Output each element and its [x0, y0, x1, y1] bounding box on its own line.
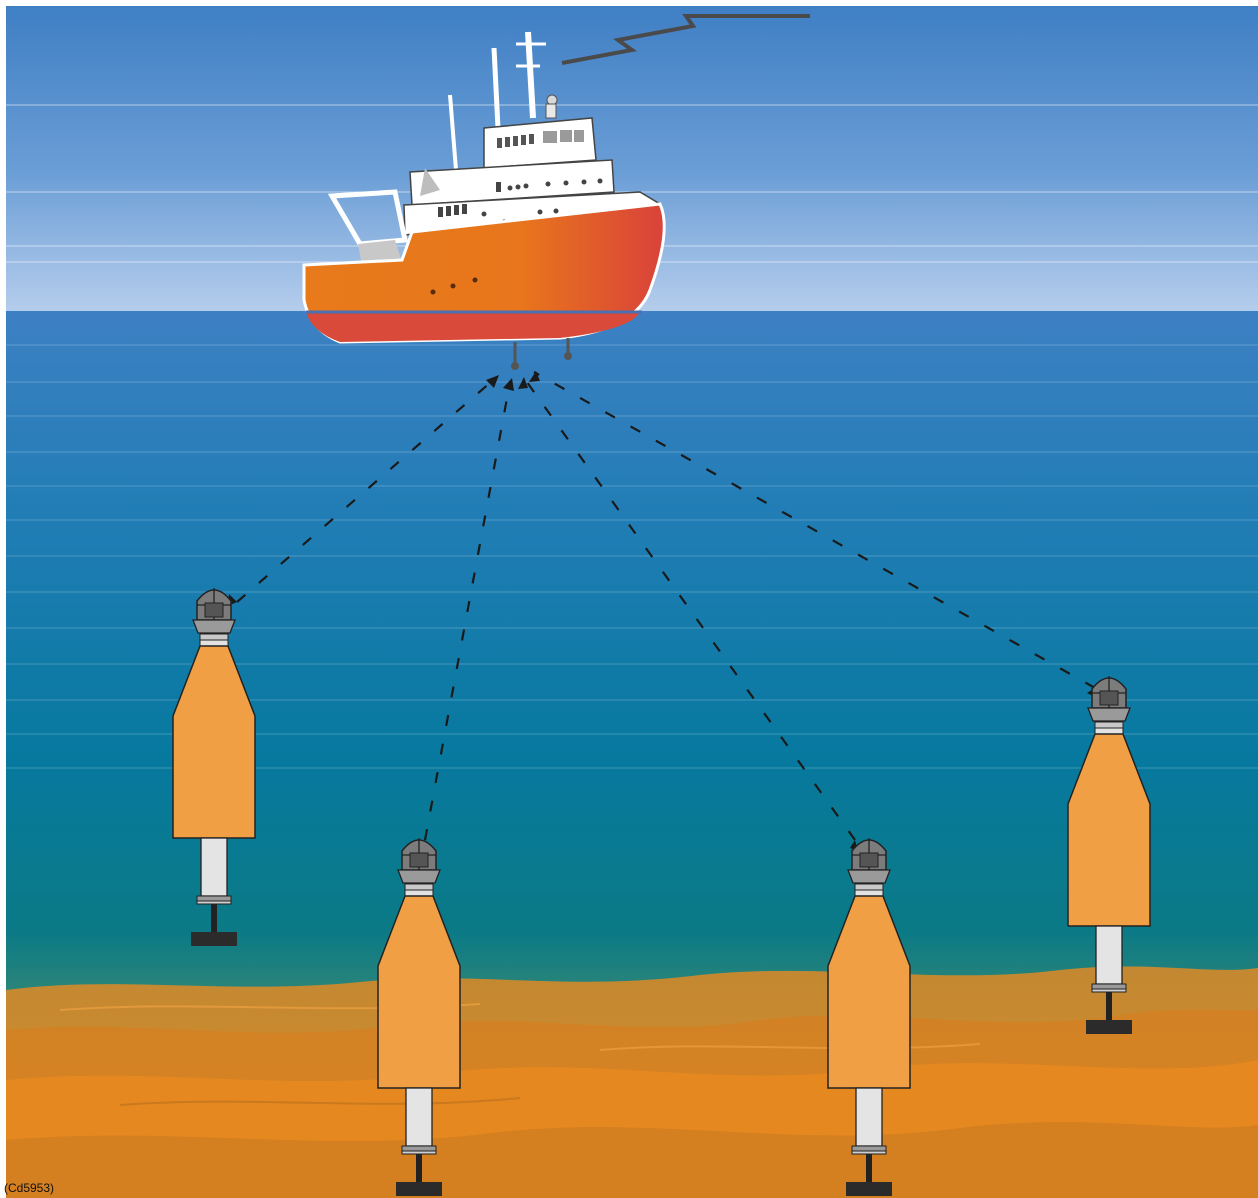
radio-wave-icon — [561, 14, 810, 65]
signal-path-3 — [523, 377, 856, 841]
research-vessel-icon — [302, 31, 666, 370]
signal-path-4 — [533, 371, 1096, 689]
seabed — [6, 966, 1258, 1198]
seabed-transponder-icon — [172, 588, 256, 946]
sea-streaks — [6, 344, 1258, 769]
transponder-group — [172, 588, 1151, 1196]
acoustic-signal-paths — [236, 371, 1096, 841]
seabed-transponder-icon — [377, 838, 461, 1196]
signal-path-2 — [423, 381, 512, 841]
seabed-transponder-icon — [827, 838, 911, 1196]
seabed-transponder-icon — [1067, 676, 1151, 1034]
figure-caption: (Cd5953) — [4, 1181, 55, 1195]
